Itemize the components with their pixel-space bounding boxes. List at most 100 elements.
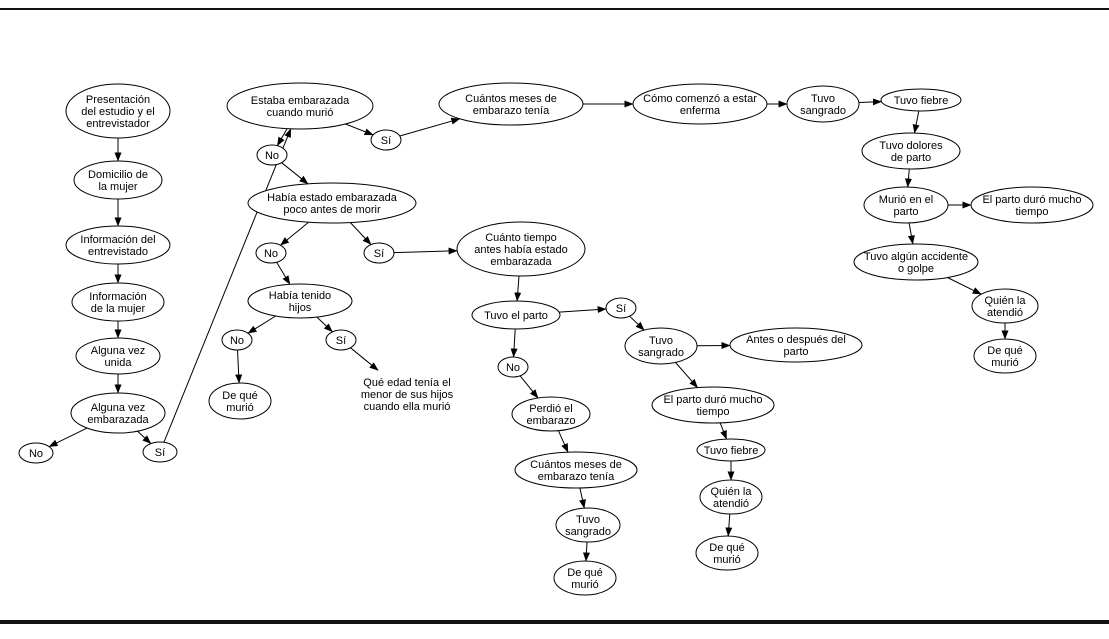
node-shape-habia-no [255,242,287,264]
node-tuvo-el-parto: Tuvo el parto [471,300,561,330]
edge-quien-la-atendio-2-to-de-que-murio-3 [725,513,733,537]
edge-parto-si-to-tuvo-sangrado-2 [629,315,645,331]
edge-hijos-no-to-de-que-murio-2 [235,349,243,384]
edge-embarazada-si-to-estaba-embarazada-murio [163,128,292,443]
edge-habia-estado-embarazada-to-habia-si [349,222,372,245]
edge-habia-tenido-hijos-to-hijos-si [316,316,333,333]
edge-murio-en-el-parto-to-accidente-o-golpe [907,222,915,245]
node-shape-accidente-o-golpe [853,243,979,281]
node-hijos-no: No [221,329,253,351]
edges-layer [48,98,1009,562]
edge-hijos-si-to-que-edad-menor-hijo [350,347,379,371]
edge-tuvo-el-parto-to-parto-no [510,328,518,358]
node-parto-si: Sí [605,297,637,319]
node-embarazada-si: Sí [142,441,178,463]
node-habia-no: No [255,242,287,264]
node-shape-cuantos-meses-1 [438,82,584,126]
node-label-tuvo-fiebre-2: Tuvo fiebre [704,445,759,457]
node-habia-si: Sí [363,242,395,264]
node-label-tuvo-fiebre-1: Tuvo fiebre [894,95,949,107]
edge-perdio-el-embarazo-to-cuantos-meses-2 [557,430,569,453]
node-shape-tuvo-fiebre-2 [696,438,766,462]
node-shape-cuantos-meses-2 [514,451,638,489]
bottom-rule [0,620,1109,624]
node-shape-habia-si [363,242,395,264]
edge-cuantos-meses-2-to-tuvo-sangrado-3 [579,487,586,509]
node-shape-alguna-vez-embarazada [70,392,166,434]
node-estaba-si: Sí [370,129,402,151]
top-rule [0,8,1109,10]
edge-tuvo-fiebre-1-to-tuvo-dolores-parto [912,110,920,134]
node-label-hijos-no: No [230,335,244,347]
node-label-parto-si: Sí [616,303,626,315]
node-shape-quien-la-atendio-2 [699,479,763,515]
node-shape-parto-duro-mucho-2 [651,386,775,424]
node-label-estaba-no: No [265,150,279,162]
edge-tuvo-el-parto-to-parto-si [559,306,607,314]
node-tuvo-fiebre-2: Tuvo fiebre [696,438,766,462]
node-parto-no: No [497,356,529,378]
node-shape-embarazada-si [142,441,178,463]
node-label-embarazada-no: No [29,448,43,460]
node-shape-informacion-mujer [71,282,165,322]
node-tuvo-fiebre-1: Tuvo fiebre [880,88,962,112]
node-shape-parto-no [497,356,529,378]
node-label-hijos-si: Sí [336,335,346,347]
node-shape-tuvo-fiebre-1 [880,88,962,112]
edge-estaba-si-to-cuantos-meses-1 [399,117,461,137]
node-shape-hijos-si [325,329,357,351]
edge-tuvo-sangrado-1-to-tuvo-fiebre-1 [858,98,882,106]
node-shape-como-comenzo-enferma [632,83,768,125]
node-shape-antes-o-despues-parto [729,327,863,363]
node-shape-de-que-murio-4 [553,560,617,596]
edge-habia-no-to-habia-tenido-hijos [276,262,291,285]
node-shape-informacion-entrevistado [65,225,171,265]
edge-estaba-embarazada-murio-to-estaba-si [345,123,374,136]
node-label-tuvo-el-parto: Tuvo el parto [484,310,548,322]
node-shape-habia-tenido-hijos [247,283,353,319]
node-label-habia-no: No [264,248,278,260]
edge-alguna-vez-embarazada-to-embarazada-no [48,427,88,448]
edge-habia-tenido-hijos-to-hijos-no [247,315,276,334]
edge-estaba-no-to-habia-estado-embarazada [281,162,309,185]
node-shape-tuvo-sangrado-2 [624,327,698,365]
node-shape-estaba-embarazada-murio [226,82,374,130]
